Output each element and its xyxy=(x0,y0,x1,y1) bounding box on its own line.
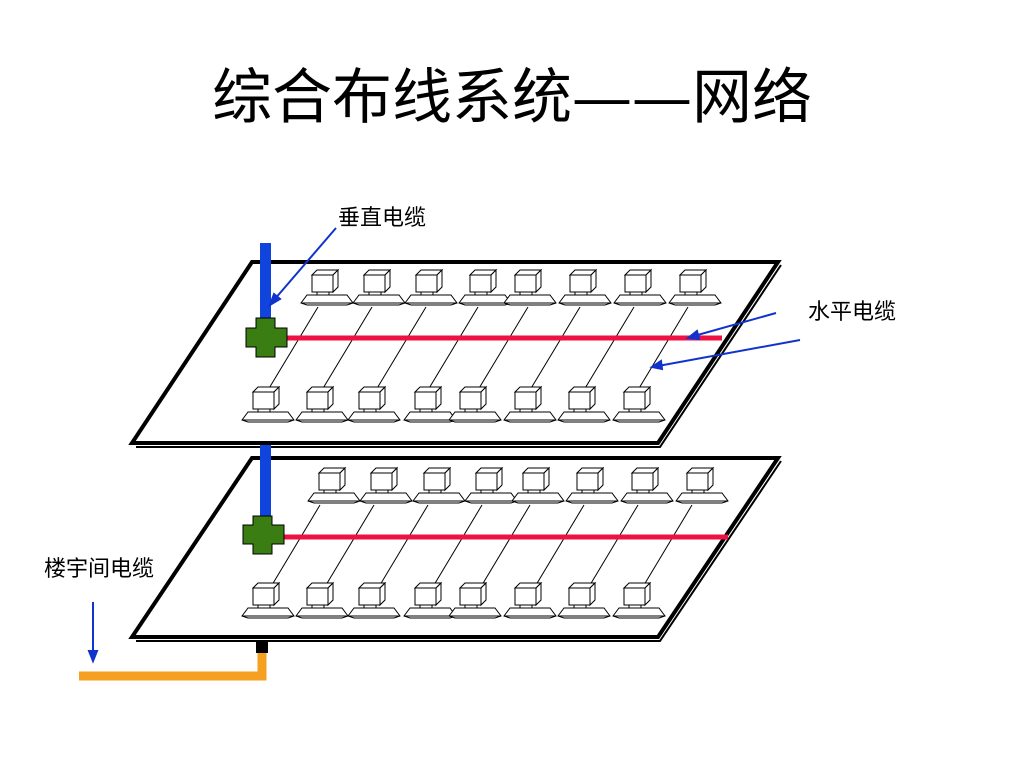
slide-title: 综合布线系统——网络 xyxy=(212,63,812,133)
patch-cables xyxy=(267,306,689,391)
patch-cables xyxy=(271,504,693,586)
cross-connect-icon xyxy=(245,317,288,358)
vertical-cable-riser xyxy=(260,445,271,523)
riser-connector xyxy=(256,641,268,653)
building-cable xyxy=(79,653,267,681)
building-cable-label: 楼宇间电缆 xyxy=(44,557,155,582)
vertical-cable-label: 垂直电缆 xyxy=(338,206,427,231)
floor-plate xyxy=(128,260,782,445)
upper-floor xyxy=(128,260,782,448)
floor-shadow xyxy=(136,460,782,642)
vertical-cable-top xyxy=(260,243,271,328)
floor-shadow xyxy=(136,264,782,448)
annotation-arrows xyxy=(87,227,801,664)
horizontal-cable-label: 水平电缆 xyxy=(808,300,897,325)
lower-floor xyxy=(128,456,782,642)
floor-plate xyxy=(128,456,782,639)
cross-connect-icon xyxy=(242,515,285,555)
